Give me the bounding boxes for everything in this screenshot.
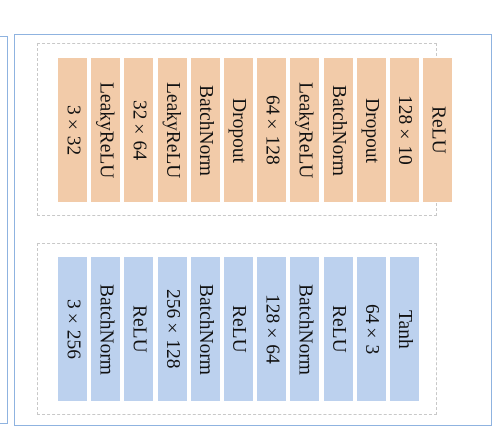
encoder-layer-block: 64×128 xyxy=(257,58,287,202)
encoder-layer-label: 128×10 xyxy=(394,95,416,165)
decoder-layer-block: BatchNorm xyxy=(290,257,320,401)
encoder-layer-block: Dropout xyxy=(356,58,386,202)
encoder-layer-label: LeakyReLU xyxy=(294,81,316,179)
decoder-layer-label: 128×64 xyxy=(261,294,283,364)
decoder-layer-label: BatchNorm xyxy=(294,283,316,375)
encoder-layer-block: BatchNorm xyxy=(190,58,220,202)
encoder-layer-label: LeakyReLU xyxy=(161,81,183,179)
encoder-layer-block: LeakyReLU xyxy=(91,58,121,202)
architecture-panel: 3×32 LeakyReLU 32×64 LeakyReLU BatchNorm… xyxy=(14,34,492,426)
decoder-layer-block: 64×3 xyxy=(356,257,386,401)
decoder-group: 3×256 BatchNorm ReLU 256×128 BatchNorm R… xyxy=(37,243,437,415)
decoder-layer-block: Tanh xyxy=(389,257,419,401)
decoder-layer-label: BatchNorm xyxy=(95,283,117,375)
encoder-layer-label: BatchNorm xyxy=(195,84,216,176)
encoder-layer-block: LeakyReLU xyxy=(157,58,187,202)
encoder-layer-label: 64×128 xyxy=(261,95,283,165)
decoder-layer-block: 3×256 xyxy=(58,257,87,401)
encoder-layer-block: 3×32 xyxy=(58,58,87,202)
decoder-layer-label: 64×3 xyxy=(360,303,382,355)
decoder-layer-label: 3×256 xyxy=(62,299,84,359)
decoder-layer-block: ReLU xyxy=(223,257,253,401)
decoder-layer-block: 256×128 xyxy=(157,257,187,401)
encoder-layer-block: Dropout xyxy=(223,58,253,202)
decoder-layer-block: ReLU xyxy=(124,257,154,401)
encoder-group: 3×32 LeakyReLU 32×64 LeakyReLU BatchNorm… xyxy=(37,43,453,216)
encoder-layer-label: Dropout xyxy=(228,97,250,163)
decoder-layer-block: 128×64 xyxy=(257,257,287,401)
decoder-layer-label: ReLU xyxy=(327,305,349,353)
encoder-layer-block: 128×10 xyxy=(389,58,419,202)
encoder-layer-label: 3×32 xyxy=(62,104,84,156)
encoder-layer-label: Dropout xyxy=(360,97,382,163)
decoder-layer-label: Tanh xyxy=(394,309,416,349)
decoder-layer-label: ReLU xyxy=(128,305,150,353)
decoder-layer-block: ReLU xyxy=(323,257,353,401)
decoder-layer-label: 256×128 xyxy=(161,289,183,369)
encoder-layer-label: LeakyReLU xyxy=(95,81,117,179)
decoder-layer-label: BatchNorm xyxy=(195,283,216,375)
decoder-layer-label: ReLU xyxy=(228,305,250,353)
encoder-layer-label: BatchNorm xyxy=(327,84,349,176)
encoder-layer-block: ReLU xyxy=(423,58,453,202)
encoder-layer-block: LeakyReLU xyxy=(290,58,320,202)
encoder-layer-label: ReLU xyxy=(427,106,449,154)
decoder-layer-block: BatchNorm xyxy=(190,257,220,401)
encoder-layer-row: 3×32 LeakyReLU 32×64 LeakyReLU BatchNorm… xyxy=(58,58,453,202)
decoder-layer-row: 3×256 BatchNorm ReLU 256×128 BatchNorm R… xyxy=(58,257,419,401)
encoder-layer-label: 32×64 xyxy=(128,100,150,160)
left-panel-edge xyxy=(0,36,8,424)
encoder-layer-block: BatchNorm xyxy=(323,58,353,202)
decoder-layer-block: BatchNorm xyxy=(91,257,121,401)
encoder-layer-block: 32×64 xyxy=(124,58,154,202)
